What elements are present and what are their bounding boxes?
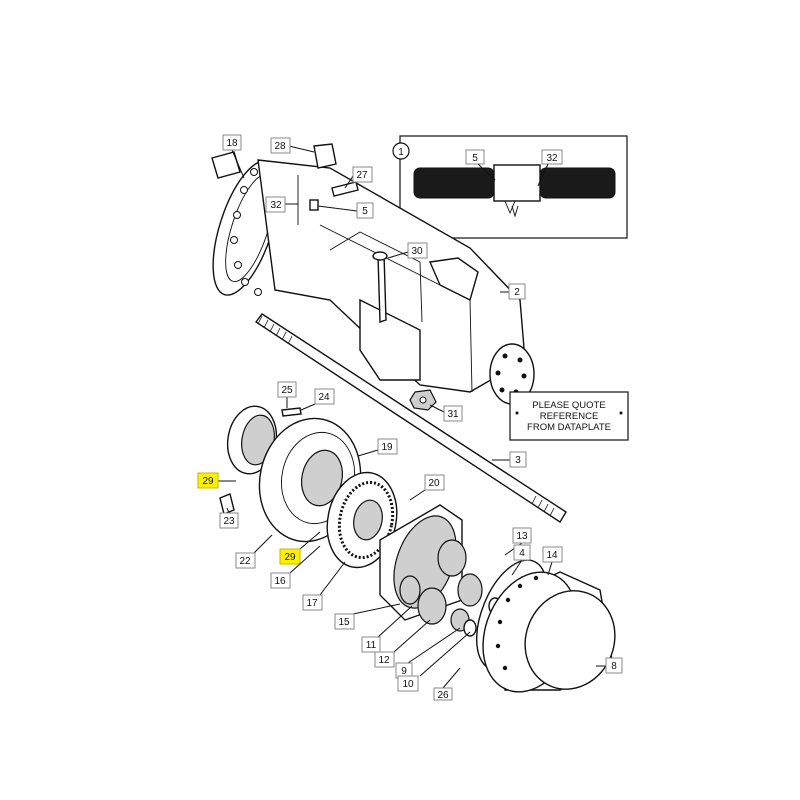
callout-10: 10 xyxy=(402,679,414,690)
inset-right-shaft xyxy=(539,167,616,199)
axle-shaft xyxy=(254,313,567,523)
mounting-bracket xyxy=(359,298,421,381)
bolt-24 xyxy=(281,407,302,417)
inset-label-5: 5 xyxy=(472,153,478,164)
callout-31: 31 xyxy=(447,409,459,420)
callout-15: 15 xyxy=(338,617,350,628)
callout-25: 25 xyxy=(281,385,293,396)
callout-19: 19 xyxy=(381,442,393,453)
callout-27: 27 xyxy=(356,170,368,181)
callout-4: 4 xyxy=(519,548,525,559)
callout-29-highlight-top xyxy=(197,472,219,489)
bolt-30 xyxy=(377,253,387,323)
callout-30: 30 xyxy=(411,246,423,257)
callout-20: 20 xyxy=(428,478,440,489)
callout-2: 2 xyxy=(514,287,520,298)
callout-32: 32 xyxy=(270,200,282,211)
breather-28 xyxy=(313,143,337,169)
inset-reference-number: 1 xyxy=(398,147,404,158)
bolt-23 xyxy=(219,493,235,515)
axle-housing xyxy=(211,143,535,411)
callout-26: 26 xyxy=(437,690,449,701)
inset-reference-circle xyxy=(392,142,410,160)
callout-16: 16 xyxy=(274,576,286,587)
callout-3: 3 xyxy=(515,455,521,466)
note-line-3: FROM DATAPLATE xyxy=(527,422,611,433)
callout-14: 14 xyxy=(546,550,558,561)
callout-17: 17 xyxy=(306,598,318,609)
callout-13: 13 xyxy=(516,531,528,542)
planet-gears xyxy=(399,539,483,632)
callout-5: 5 xyxy=(362,206,368,217)
inset-detail: 1 5 32 xyxy=(392,135,628,239)
dataplate-note: PLEASE QUOTE REFERENCE FROM DATAPLATE xyxy=(509,391,629,441)
callout-18: 18 xyxy=(226,138,238,149)
callout-29-top: 29 xyxy=(202,476,214,487)
note-line-1: PLEASE QUOTE xyxy=(532,400,605,411)
callout-29-highlight-bottom xyxy=(279,548,301,565)
note-line-2: REFERENCE xyxy=(540,411,599,422)
inset-label-32: 32 xyxy=(546,153,558,164)
inset-left-shaft xyxy=(413,167,495,199)
callout-12: 12 xyxy=(378,655,390,666)
plug-18 xyxy=(211,151,241,179)
hub-exploded-parts xyxy=(219,405,616,693)
callouts: 18 28 27 32 5 30 2 31 3 25 24 19 xyxy=(197,134,623,701)
callout-22: 22 xyxy=(239,556,251,567)
callout-24: 24 xyxy=(318,392,330,403)
inset-center-housing xyxy=(493,164,541,202)
callout-11: 11 xyxy=(366,640,377,651)
callout-28: 28 xyxy=(274,141,286,152)
callout-9: 9 xyxy=(401,666,407,677)
callout-8: 8 xyxy=(611,661,617,672)
callout-23: 23 xyxy=(223,516,235,527)
callout-29-bottom: 29 xyxy=(284,552,296,563)
